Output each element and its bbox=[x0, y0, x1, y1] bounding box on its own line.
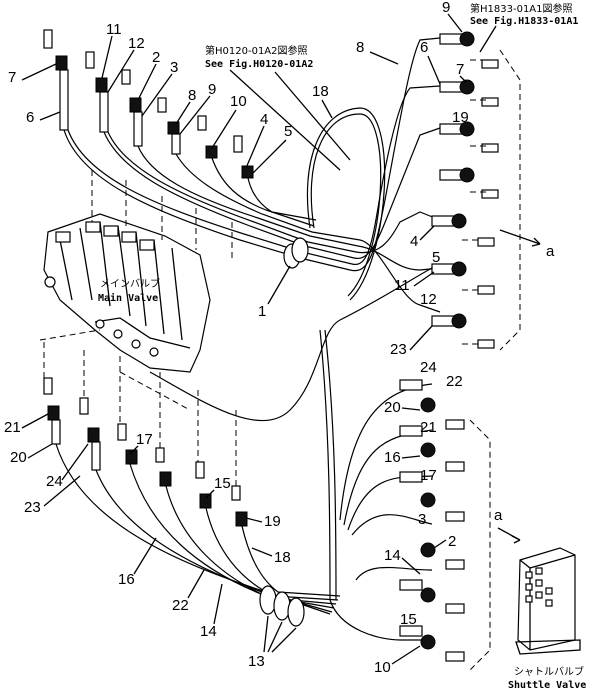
callout-16-right: 16 bbox=[384, 449, 401, 466]
callout-14-left: 14 bbox=[200, 623, 217, 640]
callout-10: 10 bbox=[230, 93, 247, 110]
right-fittings-top bbox=[431, 31, 499, 349]
callout-23-left: 23 bbox=[24, 499, 41, 516]
fitting-8 bbox=[157, 97, 181, 155]
callout-9: 9 bbox=[208, 81, 216, 98]
callout-9-right: 9 bbox=[442, 0, 450, 16]
callouts: 7 6 11 12 2 3 8 9 10 4 5 18 1 9 6 8 7 19 bbox=[4, 0, 469, 676]
callout-14-right: 14 bbox=[384, 547, 401, 564]
callout-2: 2 bbox=[152, 49, 160, 66]
fitting-2 bbox=[121, 69, 143, 147]
main-valve-label-en: Main Valve bbox=[98, 292, 158, 304]
callout-6-right: 6 bbox=[420, 39, 428, 56]
callout-12-right: 12 bbox=[420, 291, 437, 308]
callout-24-left: 24 bbox=[46, 473, 63, 490]
callout-20-left: 20 bbox=[10, 449, 27, 466]
callout-15-right: 15 bbox=[400, 611, 417, 628]
callout-20-right: 20 bbox=[384, 399, 401, 416]
callout-15-left: 15 bbox=[214, 475, 231, 492]
callout-12: 12 bbox=[128, 35, 145, 52]
callout-23-right: 23 bbox=[390, 341, 407, 358]
callout-13: 13 bbox=[248, 653, 265, 670]
callout-3: 3 bbox=[170, 59, 178, 76]
callout-8-right: 8 bbox=[356, 39, 364, 56]
callout-17-left: 17 bbox=[136, 431, 153, 448]
callout-22-right: 22 bbox=[446, 373, 463, 390]
ref-top-center-en: See Fig.H0120-01A2 bbox=[205, 58, 313, 70]
callout-19-left: 19 bbox=[264, 513, 281, 530]
callout-4: 4 bbox=[260, 111, 268, 128]
callout-24-right: 24 bbox=[420, 359, 437, 376]
callout-11-right: 11 bbox=[394, 277, 410, 294]
section-marker-a-shuttle: a bbox=[494, 507, 503, 524]
callout-21-right: 21 bbox=[420, 419, 437, 436]
fitting-10 bbox=[197, 115, 218, 159]
fitting-4 bbox=[233, 135, 254, 179]
callout-19-right: 19 bbox=[452, 109, 469, 126]
callout-5: 5 bbox=[284, 123, 292, 140]
ref-top-right-en: See Fig.H1833-01A1 bbox=[470, 15, 578, 27]
lower-hoses bbox=[43, 267, 465, 662]
main-valve bbox=[43, 213, 211, 373]
callout-1: 1 bbox=[258, 303, 266, 320]
callout-4-right: 4 bbox=[410, 233, 418, 250]
top-left-hoses bbox=[43, 29, 361, 271]
ref-top-center-jp: 第H0120-01A2図参照 bbox=[205, 44, 308, 57]
callout-2-right: 2 bbox=[448, 533, 456, 550]
callout-8: 8 bbox=[188, 87, 196, 104]
callout-22-left: 22 bbox=[172, 597, 189, 614]
callout-10-right: 10 bbox=[374, 659, 391, 676]
callout-21-left: 21 bbox=[4, 419, 21, 436]
callout-7: 7 bbox=[8, 69, 16, 86]
callout-5-right: 5 bbox=[432, 249, 440, 266]
callout-18-top: 18 bbox=[312, 83, 329, 100]
fitting-7 bbox=[43, 29, 69, 131]
section-marker-a-right: a bbox=[546, 243, 555, 260]
callout-17-right: 17 bbox=[420, 467, 437, 484]
shuttle-valve bbox=[515, 547, 581, 655]
callout-7-right: 7 bbox=[456, 61, 464, 78]
callout-6: 6 bbox=[26, 109, 34, 126]
shuttle-valve-label-en: Shuttle Valve bbox=[508, 680, 586, 691]
ref-top-right-jp: 第H1833-01A1図参照 bbox=[470, 2, 573, 15]
callout-16-left: 16 bbox=[118, 571, 135, 588]
clamp-13 bbox=[259, 585, 277, 615]
callout-18-left: 18 bbox=[274, 549, 291, 566]
callout-3-right: 3 bbox=[418, 511, 426, 528]
main-valve-label-jp: メインバルブ bbox=[100, 277, 160, 290]
shuttle-valve-label-jp: シャトルバルブ bbox=[514, 665, 584, 678]
callout-11: 11 bbox=[106, 21, 122, 38]
